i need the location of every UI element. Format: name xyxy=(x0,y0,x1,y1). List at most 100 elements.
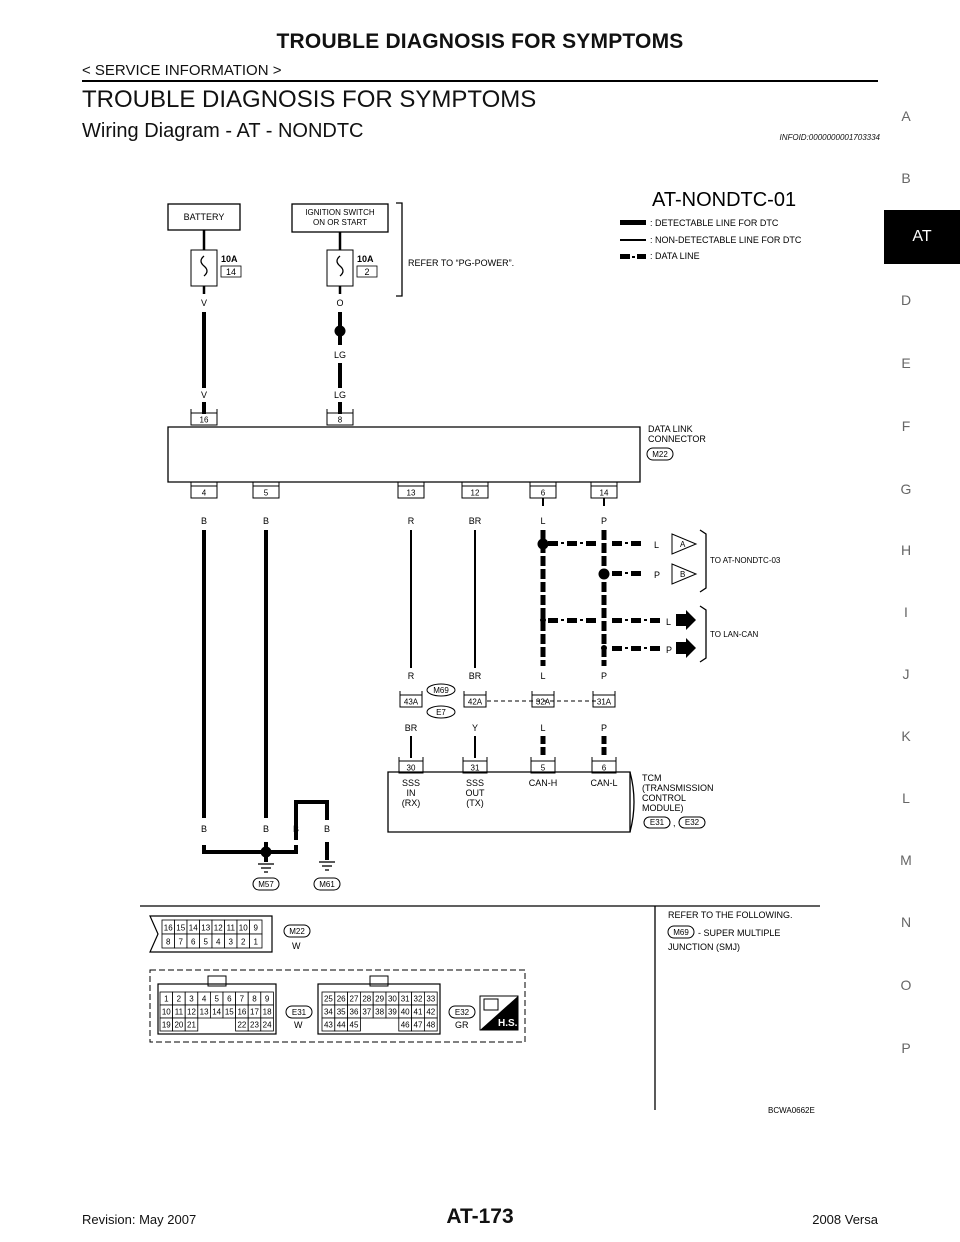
side-tab-j[interactable]: J xyxy=(902,666,910,682)
junction-pin-3: 31A xyxy=(597,698,612,707)
dlc-box xyxy=(167,426,641,483)
wire-color-low-3: P xyxy=(601,723,607,733)
ground-m61: M61 xyxy=(319,880,335,889)
side-tab-e[interactable]: E xyxy=(901,355,911,371)
e32_view-cell: 25 xyxy=(324,995,333,1004)
tcm-name-3: MODULE) xyxy=(642,803,684,813)
wire-color-mid-1: BR xyxy=(469,671,482,681)
page-header-title: TROUBLE DIAGNOSIS FOR SYMPTOMS xyxy=(276,30,684,53)
e31-conn: E31 xyxy=(292,1008,307,1017)
e32_view-cell: 36 xyxy=(350,1008,359,1017)
side-tab-g[interactable]: G xyxy=(900,481,912,497)
m22_view-cell: 13 xyxy=(201,924,210,933)
dlc-label-1: DATA LINK xyxy=(648,424,693,434)
legend-non-detectable-swatch xyxy=(620,239,646,241)
e32_view-cell: 48 xyxy=(426,1021,435,1030)
connector-b xyxy=(671,563,698,585)
side-tab-k[interactable]: K xyxy=(901,728,911,744)
legend-data-line-swatch xyxy=(620,254,646,259)
e-connector-group xyxy=(149,969,526,1043)
wire-label-o: O xyxy=(336,298,343,308)
m22-connector-view xyxy=(149,915,273,953)
branch-label-l-2: L xyxy=(666,617,671,627)
ground-symbol-m57 xyxy=(258,863,274,873)
ground-m57: M57 xyxy=(258,880,274,889)
e31_view-cell: 15 xyxy=(225,1008,234,1017)
footer-revision: Revision: May 2007 xyxy=(82,1212,197,1227)
e31_view-cell: 6 xyxy=(227,995,232,1004)
dlc-bottom-pin-2: 13 xyxy=(407,489,416,498)
e32_view-cell: 29 xyxy=(375,995,384,1004)
connector-a-label: A xyxy=(680,540,686,549)
side-tab-o[interactable]: O xyxy=(900,977,912,993)
ground-wire-color-3: B xyxy=(324,824,330,834)
side-tab-d[interactable]: D xyxy=(900,292,912,308)
dlc-bottom-pin-1: 5 xyxy=(264,489,269,498)
page-header-subtitle: < SERVICE INFORMATION > xyxy=(82,62,282,79)
ground-wire-color-1: B xyxy=(263,824,269,834)
arrow-lan-l xyxy=(676,610,696,630)
e31_view-cell: 14 xyxy=(212,1008,221,1017)
side-tab-at[interactable]: AT xyxy=(884,210,960,264)
fuse-box-1 xyxy=(190,249,218,287)
side-tab-f[interactable]: F xyxy=(901,418,911,434)
side-tab-b[interactable]: B xyxy=(901,170,911,186)
e32_view-cell: 27 xyxy=(350,995,359,1004)
side-tab-n[interactable]: N xyxy=(900,914,912,930)
tcm-signal-label-0-1: IN xyxy=(407,788,416,798)
smj-conn: M69 xyxy=(673,928,689,937)
e32_view-cell: 38 xyxy=(375,1008,384,1017)
wire-color-low-2: L xyxy=(540,723,545,733)
smj-text-2: JUNCTION (SMJ) xyxy=(668,942,740,952)
splice-point xyxy=(334,325,346,337)
side-tab-h[interactable]: H xyxy=(900,542,912,558)
wire-label-v: V xyxy=(201,298,207,308)
fuse1-num: 14 xyxy=(226,267,236,277)
e31_view-cell: 20 xyxy=(174,1021,183,1030)
m22-color: W xyxy=(292,941,301,951)
e31_view-cell: 12 xyxy=(187,1008,196,1017)
wire-color-mid-0: R xyxy=(408,671,415,681)
hs-badge-label: H.S. xyxy=(498,1018,518,1029)
m22_view-cell: 1 xyxy=(254,938,259,947)
tcm-signal-label-0-0: SSS xyxy=(402,778,420,788)
dlc-bottom-pin-4: 6 xyxy=(541,489,546,498)
e31_view-cell: 11 xyxy=(175,1008,184,1017)
m22_view-cell: 6 xyxy=(191,938,196,947)
e32-conn: E32 xyxy=(455,1008,470,1017)
junction-conn-m69: M69 xyxy=(433,686,449,695)
e32_view-cell: 33 xyxy=(426,995,435,1004)
junction-pin-1: 42A xyxy=(468,698,483,707)
side-tab-l[interactable]: L xyxy=(902,790,910,806)
tcm-signal-label-1-2: (TX) xyxy=(466,798,484,808)
ground-wire-color-2: B xyxy=(293,824,299,834)
side-tab-a[interactable]: A xyxy=(901,108,911,124)
dlc-label-2: CONNECTOR xyxy=(648,434,706,444)
junction-pin-0: 43A xyxy=(404,698,419,707)
branch-label-p-2: P xyxy=(666,645,672,655)
e32_view-cell: 37 xyxy=(362,1008,371,1017)
fuse1-amp: 10A xyxy=(221,254,238,264)
e32_view-cell: 31 xyxy=(401,995,410,1004)
m22_view-cell: 5 xyxy=(204,938,209,947)
dlc-conn: M22 xyxy=(652,450,668,459)
junction-pin-3-box xyxy=(592,694,616,708)
side-tab-m[interactable]: M xyxy=(900,852,912,868)
side-tab-i[interactable]: I xyxy=(904,604,908,620)
m22_view-cell: 3 xyxy=(229,938,234,947)
dlc-bottom-pin-1-box xyxy=(252,485,280,499)
figure-code: BCWA0662E xyxy=(768,1106,815,1115)
wire-color-top-2: R xyxy=(408,516,415,526)
dlc-bottom-pin-2-box xyxy=(397,485,425,499)
branch-label-l-1: L xyxy=(654,540,659,550)
to-lan-can: TO LAN-CAN xyxy=(710,630,759,639)
dlc-bottom-pin-3: 12 xyxy=(471,489,480,498)
side-tab-p[interactable]: P xyxy=(901,1040,911,1056)
diagram-title: AT-NONDTC-01 xyxy=(652,189,796,211)
wire-label-v-2: V xyxy=(201,390,207,400)
dlc-bottom-pin-3-box xyxy=(461,485,489,499)
e32_view-cell: 43 xyxy=(324,1021,333,1030)
wire-color-low-1: Y xyxy=(472,723,478,733)
e31_view-cell: 9 xyxy=(265,995,270,1004)
